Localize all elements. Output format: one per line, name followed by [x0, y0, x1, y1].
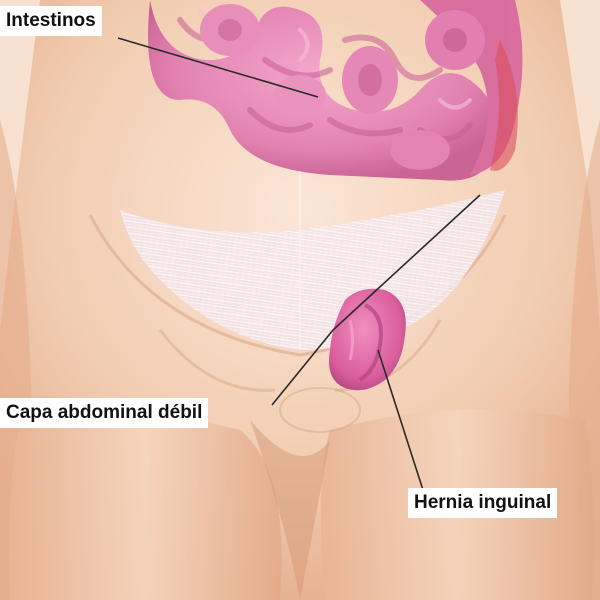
hernia-bulge [329, 288, 406, 391]
label-weak-abdominal-layer: Capa abdominal débil [0, 398, 209, 428]
leader-line-weak-layer-ext [332, 194, 481, 331]
leader-line-hernia [377, 349, 424, 491]
leader-line-weak-layer [271, 329, 334, 406]
abdominal-mesh [120, 190, 505, 350]
left-thigh [8, 412, 282, 600]
label-inguinal-hernia: Hernia inguinal [408, 488, 558, 518]
intestines [148, 0, 523, 181]
label-intestines: Intestinos [0, 6, 102, 36]
leader-line-intestines [117, 37, 319, 98]
